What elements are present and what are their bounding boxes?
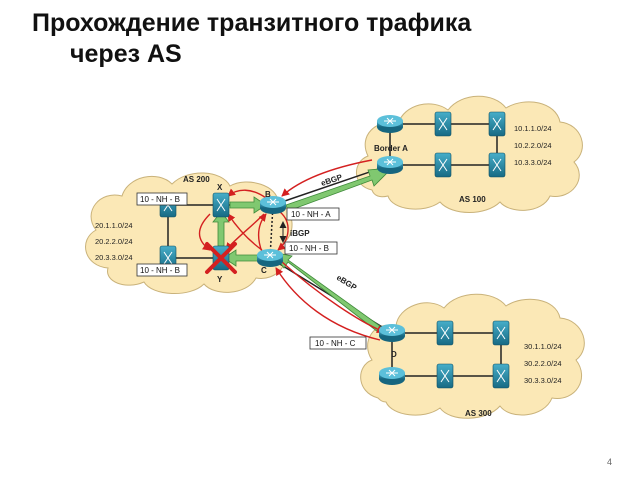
blocked-x-mark	[205, 242, 237, 274]
green-arrow-x-to-b	[229, 196, 267, 214]
box-x-nh-text: 10 - NH - B	[140, 195, 180, 204]
cloud-as200	[85, 172, 293, 295]
switch-as300-top-mid	[436, 320, 454, 346]
router-as100-top-left	[377, 115, 403, 133]
red-arrow-a-to-b	[281, 159, 373, 197]
switch-as100-top-right	[488, 111, 506, 137]
label-ibgp: iBGP	[290, 229, 310, 238]
box-y-nh: 10 - NH - B	[136, 263, 188, 277]
switch-as100-top-mid	[434, 111, 452, 137]
as200-prefix-3: 20.3.3.0/24	[95, 253, 133, 262]
switch-as100-bottom-mid	[434, 152, 452, 178]
router-c	[257, 249, 283, 267]
as100-prefix-2: 10.2.2.0/24	[514, 141, 552, 150]
box-d-nh: 10 - NH - C	[309, 336, 367, 350]
green-arrow-b-to-a	[285, 167, 394, 212]
red-arrow-d-to-c	[275, 267, 381, 341]
as100-prefix-3: 10.3.3.0/24	[514, 158, 552, 167]
label-border-a: Border A	[374, 144, 408, 153]
box-y-nh-text: 10 - NH - B	[140, 266, 180, 275]
box-b-nh: 10 - NH - A	[286, 207, 340, 221]
red-arrow-c-to-x	[227, 213, 263, 251]
router-d	[379, 324, 405, 342]
label-as100: AS 100	[459, 195, 486, 204]
red-arrow-x-to-y	[198, 213, 211, 251]
as300-prefix-2: 30.2.2.0/24	[524, 359, 562, 368]
label-router-c: C	[261, 266, 267, 275]
label-router-y: Y	[217, 275, 223, 284]
router-b	[260, 196, 286, 214]
as200-prefix-2: 20.2.2.0/24	[95, 237, 133, 246]
red-arrow-b-to-c	[277, 211, 289, 251]
red-arrow-b-to-x	[227, 188, 267, 199]
red-arrow-c-to-d	[281, 261, 385, 333]
as100-prefix-1: 10.1.1.0/24	[514, 124, 552, 133]
label-router-b: B	[265, 190, 271, 199]
box-c-nh-text: 10 - NH - B	[289, 244, 329, 253]
router-as300-bottom-left	[379, 367, 405, 385]
box-x-nh: 10 - NH - B	[136, 192, 188, 206]
label-router-d: D	[391, 350, 397, 359]
box-d-nh-text: 10 - NH - C	[315, 339, 356, 348]
as200-prefix-1: 20.1.1.0/24	[95, 221, 133, 230]
switch-x	[212, 192, 230, 218]
title-line-1: Прохождение транзитного трафика	[32, 9, 472, 37]
switch-as300-top-right	[492, 320, 510, 346]
label-router-x: X	[217, 183, 223, 192]
as300-prefix-3: 30.3.3.0/24	[524, 376, 562, 385]
label-ebgp-bottom: eBGP	[335, 273, 359, 293]
router-border-a	[377, 156, 403, 174]
box-c-nh: 10 - NH - B	[284, 241, 338, 255]
title-line-2: через AS	[70, 40, 182, 68]
box-b-nh-text: 10 - NH - A	[291, 210, 331, 219]
slide-title: Прохождение транзитного трафика через AS	[32, 8, 592, 70]
switch-as100-bottom-right	[488, 152, 506, 178]
page-number: 4	[606, 457, 612, 467]
label-as200: AS 200	[183, 175, 210, 184]
red-update-arrows	[198, 159, 385, 341]
switch-as300-bottom-mid	[436, 363, 454, 389]
switch-as300-bottom-right	[492, 363, 510, 389]
green-arrow-d-to-c	[271, 251, 381, 333]
as300-prefix-1: 30.1.1.0/24	[524, 342, 562, 351]
label-as300: AS 300	[465, 409, 492, 418]
red-arrow-c-to-b	[257, 213, 267, 253]
